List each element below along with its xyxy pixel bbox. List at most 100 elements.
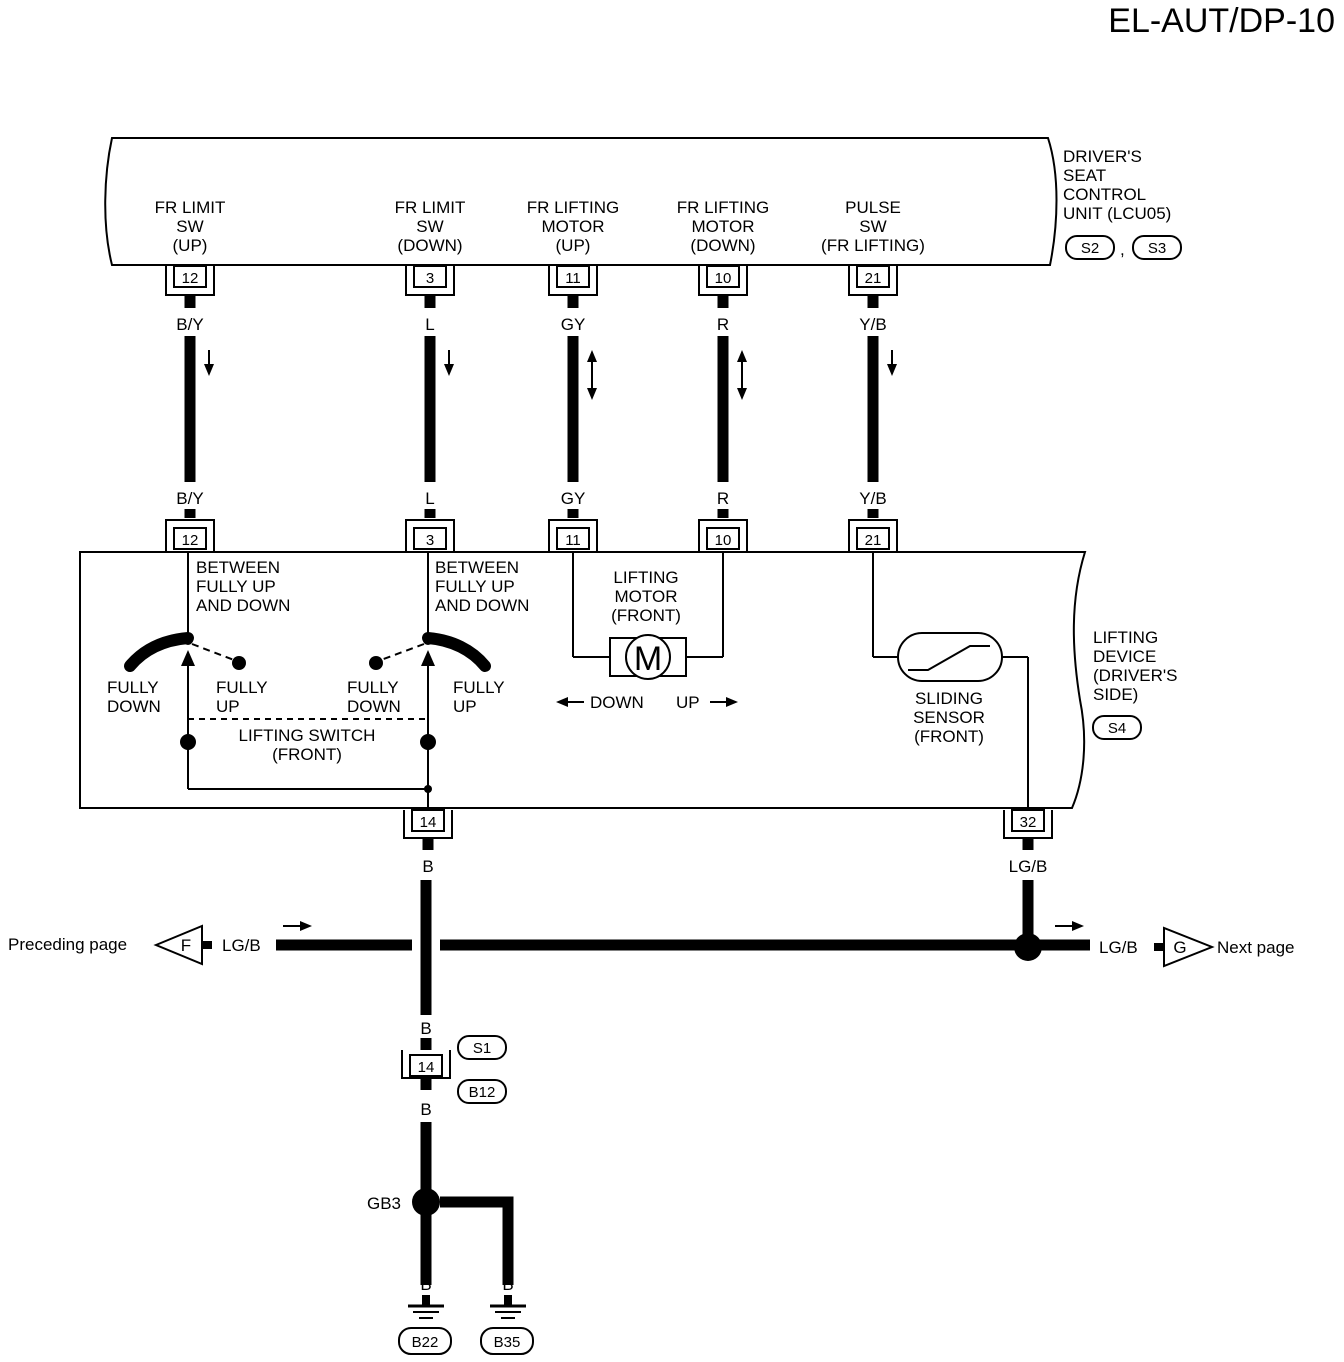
svg-text:FULLY: FULLY [107, 678, 159, 697]
bus-wire-color-left: LG/B [222, 936, 261, 955]
signal-direction-arrows [204, 350, 897, 400]
svg-text:LIFTING: LIFTING [1093, 628, 1158, 647]
svg-text:FULLY: FULLY [347, 678, 399, 697]
svg-text:SLIDING: SLIDING [915, 689, 983, 708]
arrow-right-icon [710, 697, 738, 707]
svg-text:UP: UP [216, 697, 240, 716]
svg-text:FULLY UP: FULLY UP [196, 577, 276, 596]
svg-text:(FRONT): (FRONT) [272, 745, 342, 764]
control-unit-label-line: UNIT (LCU05) [1063, 204, 1171, 223]
svg-text:S2: S2 [1081, 240, 1099, 257]
connector-separator: , [1120, 240, 1125, 259]
svg-text:PULSE: PULSE [845, 198, 901, 217]
svg-text:S4: S4 [1108, 720, 1126, 737]
svg-text:LIFTING: LIFTING [613, 568, 678, 587]
terminal-label-pulse-sw: PULSE SW (FR LIFTING) [821, 198, 925, 255]
terminal-label-fr-lifting-motor-down: FR LIFTING MOTOR (DOWN) [677, 198, 770, 255]
control-unit-label-line: CONTROL [1063, 185, 1146, 204]
svg-text:(DOWN): (DOWN) [690, 236, 755, 255]
svg-text:32: 32 [1020, 814, 1037, 831]
svg-text:11: 11 [565, 532, 581, 549]
svg-text:SW: SW [176, 217, 203, 236]
lg-b-bus [276, 880, 1090, 961]
svg-text:B35: B35 [494, 1334, 521, 1351]
svg-text:10: 10 [715, 270, 732, 287]
svg-text:3: 3 [426, 532, 434, 549]
svg-text:BETWEEN: BETWEEN [196, 558, 280, 577]
svg-text:21: 21 [865, 532, 882, 549]
lower-connector-pin-10: 10 [698, 519, 748, 552]
svg-text:LIFTING SWITCH: LIFTING SWITCH [239, 726, 376, 745]
terminal-label-fr-limit-sw-down: FR LIMIT SW (DOWN) [395, 198, 466, 255]
svg-text:3: 3 [426, 270, 434, 287]
svg-text:(UP): (UP) [173, 236, 208, 255]
svg-text:DEVICE: DEVICE [1093, 647, 1156, 666]
svg-text:G: G [1173, 938, 1186, 957]
output-connector-pin-14: 14 [403, 809, 453, 839]
lifting-device-box [79, 551, 1087, 809]
wire-color-label: GY [561, 315, 586, 334]
motor-symbol: M [634, 640, 662, 678]
svg-text:12: 12 [182, 270, 199, 287]
upper-connector-pin-12: 12 [165, 265, 215, 296]
arrow-left-icon [556, 697, 584, 707]
wire-color-label: R [717, 315, 729, 334]
wire-color-label: B [420, 1019, 431, 1038]
svg-text:FR LIFTING: FR LIFTING [527, 198, 620, 217]
svg-text:12: 12 [182, 532, 199, 549]
control-unit-label-line: DRIVER'S [1063, 147, 1142, 166]
svg-text:FR LIMIT: FR LIMIT [155, 198, 226, 217]
wire-color-label: Y/B [859, 489, 886, 508]
wire-color-label: L [425, 315, 434, 334]
upper-connector-pin-11: 11 [548, 265, 598, 296]
sensor-label: SLIDING SENSOR (FRONT) [913, 689, 985, 746]
wire-color-label: B [502, 1275, 513, 1294]
connector-ref-g: G [1154, 926, 1215, 968]
ground-symbol-b22: B22 [398, 1295, 452, 1355]
lifting-device-label: LIFTING DEVICE (DRIVER'S SIDE) [1093, 628, 1177, 704]
upper-connector-pin-10: 10 [698, 265, 748, 296]
switch-name-label: LIFTING SWITCH (FRONT) [239, 726, 376, 764]
control-unit-label: DRIVER'S SEAT CONTROL UNIT (LCU05) [1063, 147, 1171, 223]
sliding-sensor [872, 552, 1029, 810]
connector-ref-f: F [153, 924, 212, 966]
control-unit-box [104, 137, 1058, 266]
splice-label: GB3 [367, 1194, 401, 1213]
lifting-switch [124, 552, 491, 810]
ground-splice [412, 1122, 514, 1285]
svg-text:AND DOWN: AND DOWN [196, 596, 290, 615]
motor-label: LIFTING MOTOR (FRONT) [611, 568, 681, 625]
svg-text:(FRONT): (FRONT) [914, 727, 984, 746]
svg-text:AND DOWN: AND DOWN [435, 596, 529, 615]
svg-text:(FRONT): (FRONT) [611, 606, 681, 625]
svg-text:21: 21 [865, 270, 882, 287]
svg-text:MOTOR: MOTOR [692, 217, 755, 236]
svg-text:DOWN: DOWN [107, 697, 161, 716]
switch-position-labels: FULLY DOWN FULLY UP FULLY DOWN FULLY UP [107, 678, 505, 716]
lower-connector-pin-21: 21 [848, 519, 898, 552]
connector-tag-s2: S2 [1065, 235, 1115, 260]
arrow-right-icon [283, 921, 312, 931]
arrow-up-down-icon [737, 350, 747, 400]
bus-direction-arrows [283, 921, 1084, 931]
wire-color-label: R [717, 489, 729, 508]
wire-color-label: LG/B [1009, 857, 1048, 876]
connector-tag-b12: B12 [457, 1079, 507, 1104]
wire-color-label: B [422, 857, 433, 876]
bus-wire-color-right: LG/B [1099, 938, 1138, 957]
switch-label-right: BETWEEN FULLY UP AND DOWN [435, 558, 529, 615]
svg-text:DOWN: DOWN [347, 697, 401, 716]
svg-text:BETWEEN: BETWEEN [435, 558, 519, 577]
connector-tag-s3: S3 [1132, 235, 1182, 260]
svg-text:14: 14 [418, 1059, 435, 1076]
ground-symbol-b35: B35 [480, 1295, 534, 1355]
svg-text:14: 14 [420, 814, 437, 831]
svg-text:S3: S3 [1148, 240, 1166, 257]
lifting-motor: M [572, 552, 724, 680]
svg-text:MOTOR: MOTOR [542, 217, 605, 236]
arrow-right-icon [1055, 921, 1084, 931]
upper-connector-pin-3: 3 [405, 265, 455, 296]
next-page-link: Next page [1217, 938, 1295, 957]
svg-text:UP: UP [453, 697, 477, 716]
